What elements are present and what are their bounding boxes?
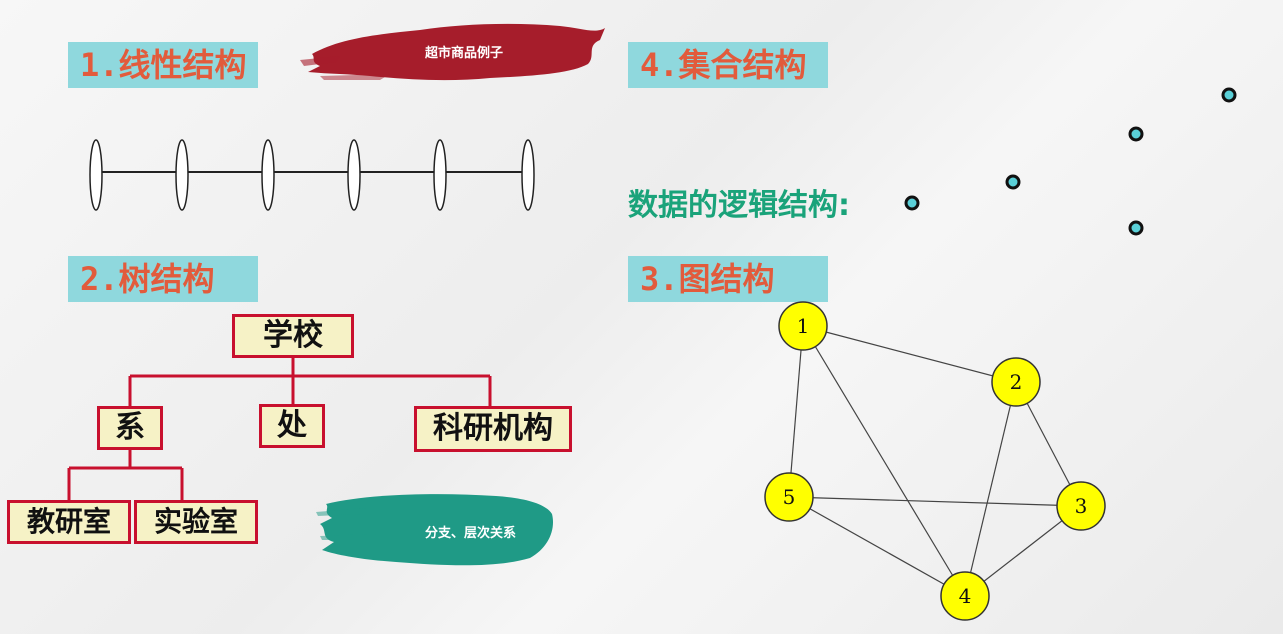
set-element-dot [1005, 174, 1021, 190]
graph-node-label: 3 [1075, 494, 1088, 518]
linear-element [347, 139, 361, 211]
set-element-dot [1221, 87, 1237, 103]
graph-node [778, 301, 828, 351]
set-element-dot [1128, 126, 1144, 142]
graph-edge [1015, 381, 1082, 507]
set-elements [904, 87, 1237, 236]
linear-element [433, 139, 447, 211]
set-element-dot [1128, 220, 1144, 236]
graph-node-label: 5 [783, 485, 796, 509]
linear-chain [89, 139, 535, 211]
brush-note-tree: 分支、层次关系 [425, 526, 517, 541]
tree-node-school: 学校 [232, 314, 354, 358]
linear-element [175, 139, 189, 211]
heading-tree-structure: 2.树结构 [68, 256, 258, 302]
tree-node-laboratory: 实验室 [134, 500, 258, 544]
graph-edge [964, 505, 1082, 597]
red-brush-stroke [300, 23, 605, 81]
tree-node-label: 教研室 [26, 505, 111, 538]
linear-element [89, 139, 103, 211]
tree-node-label: 处 [277, 408, 307, 443]
tree-node-label: 学校 [263, 318, 323, 353]
heading-linear-structure: 1.线性结构 [68, 42, 258, 88]
tree-node-teaching-office: 教研室 [7, 500, 131, 544]
graph-edge [964, 381, 1017, 597]
tree-node-label: 系 [115, 410, 145, 445]
graph-edge [788, 325, 804, 498]
graph-edge [802, 325, 1017, 383]
teal-brush-stroke [316, 494, 554, 566]
heading-set-structure: 4.集合结构 [628, 42, 828, 88]
set-element-dot [904, 195, 920, 211]
graph-nodes: 1 2 3 4 5 [764, 301, 1106, 621]
graph-diagram: 1 2 3 4 5 [764, 301, 1106, 621]
tree-node-department: 系 [97, 406, 163, 450]
graph-edges [788, 325, 1082, 597]
graph-edge [788, 496, 966, 597]
tree-node-office: 处 [259, 404, 325, 448]
tree-node-label: 实验室 [153, 505, 238, 538]
logical-structure-title: 数据的逻辑结构: [628, 188, 850, 223]
heading-graph-structure: 3.图结构 [628, 256, 828, 302]
graph-node-label: 4 [959, 584, 972, 608]
linear-element [521, 139, 535, 211]
graph-edge [788, 496, 1082, 507]
tree-node-label: 科研机构 [433, 411, 553, 446]
linear-element [261, 139, 275, 211]
graph-edge [802, 325, 966, 597]
tree-node-research-institute: 科研机构 [414, 406, 572, 452]
graph-node-label: 1 [797, 314, 810, 338]
graph-node-label: 2 [1010, 370, 1023, 394]
graph-node [991, 357, 1041, 407]
brush-note-linear: 超市商品例子 [425, 46, 504, 61]
graph-node [1056, 481, 1106, 531]
graph-node [764, 472, 814, 522]
graph-node [940, 571, 990, 621]
